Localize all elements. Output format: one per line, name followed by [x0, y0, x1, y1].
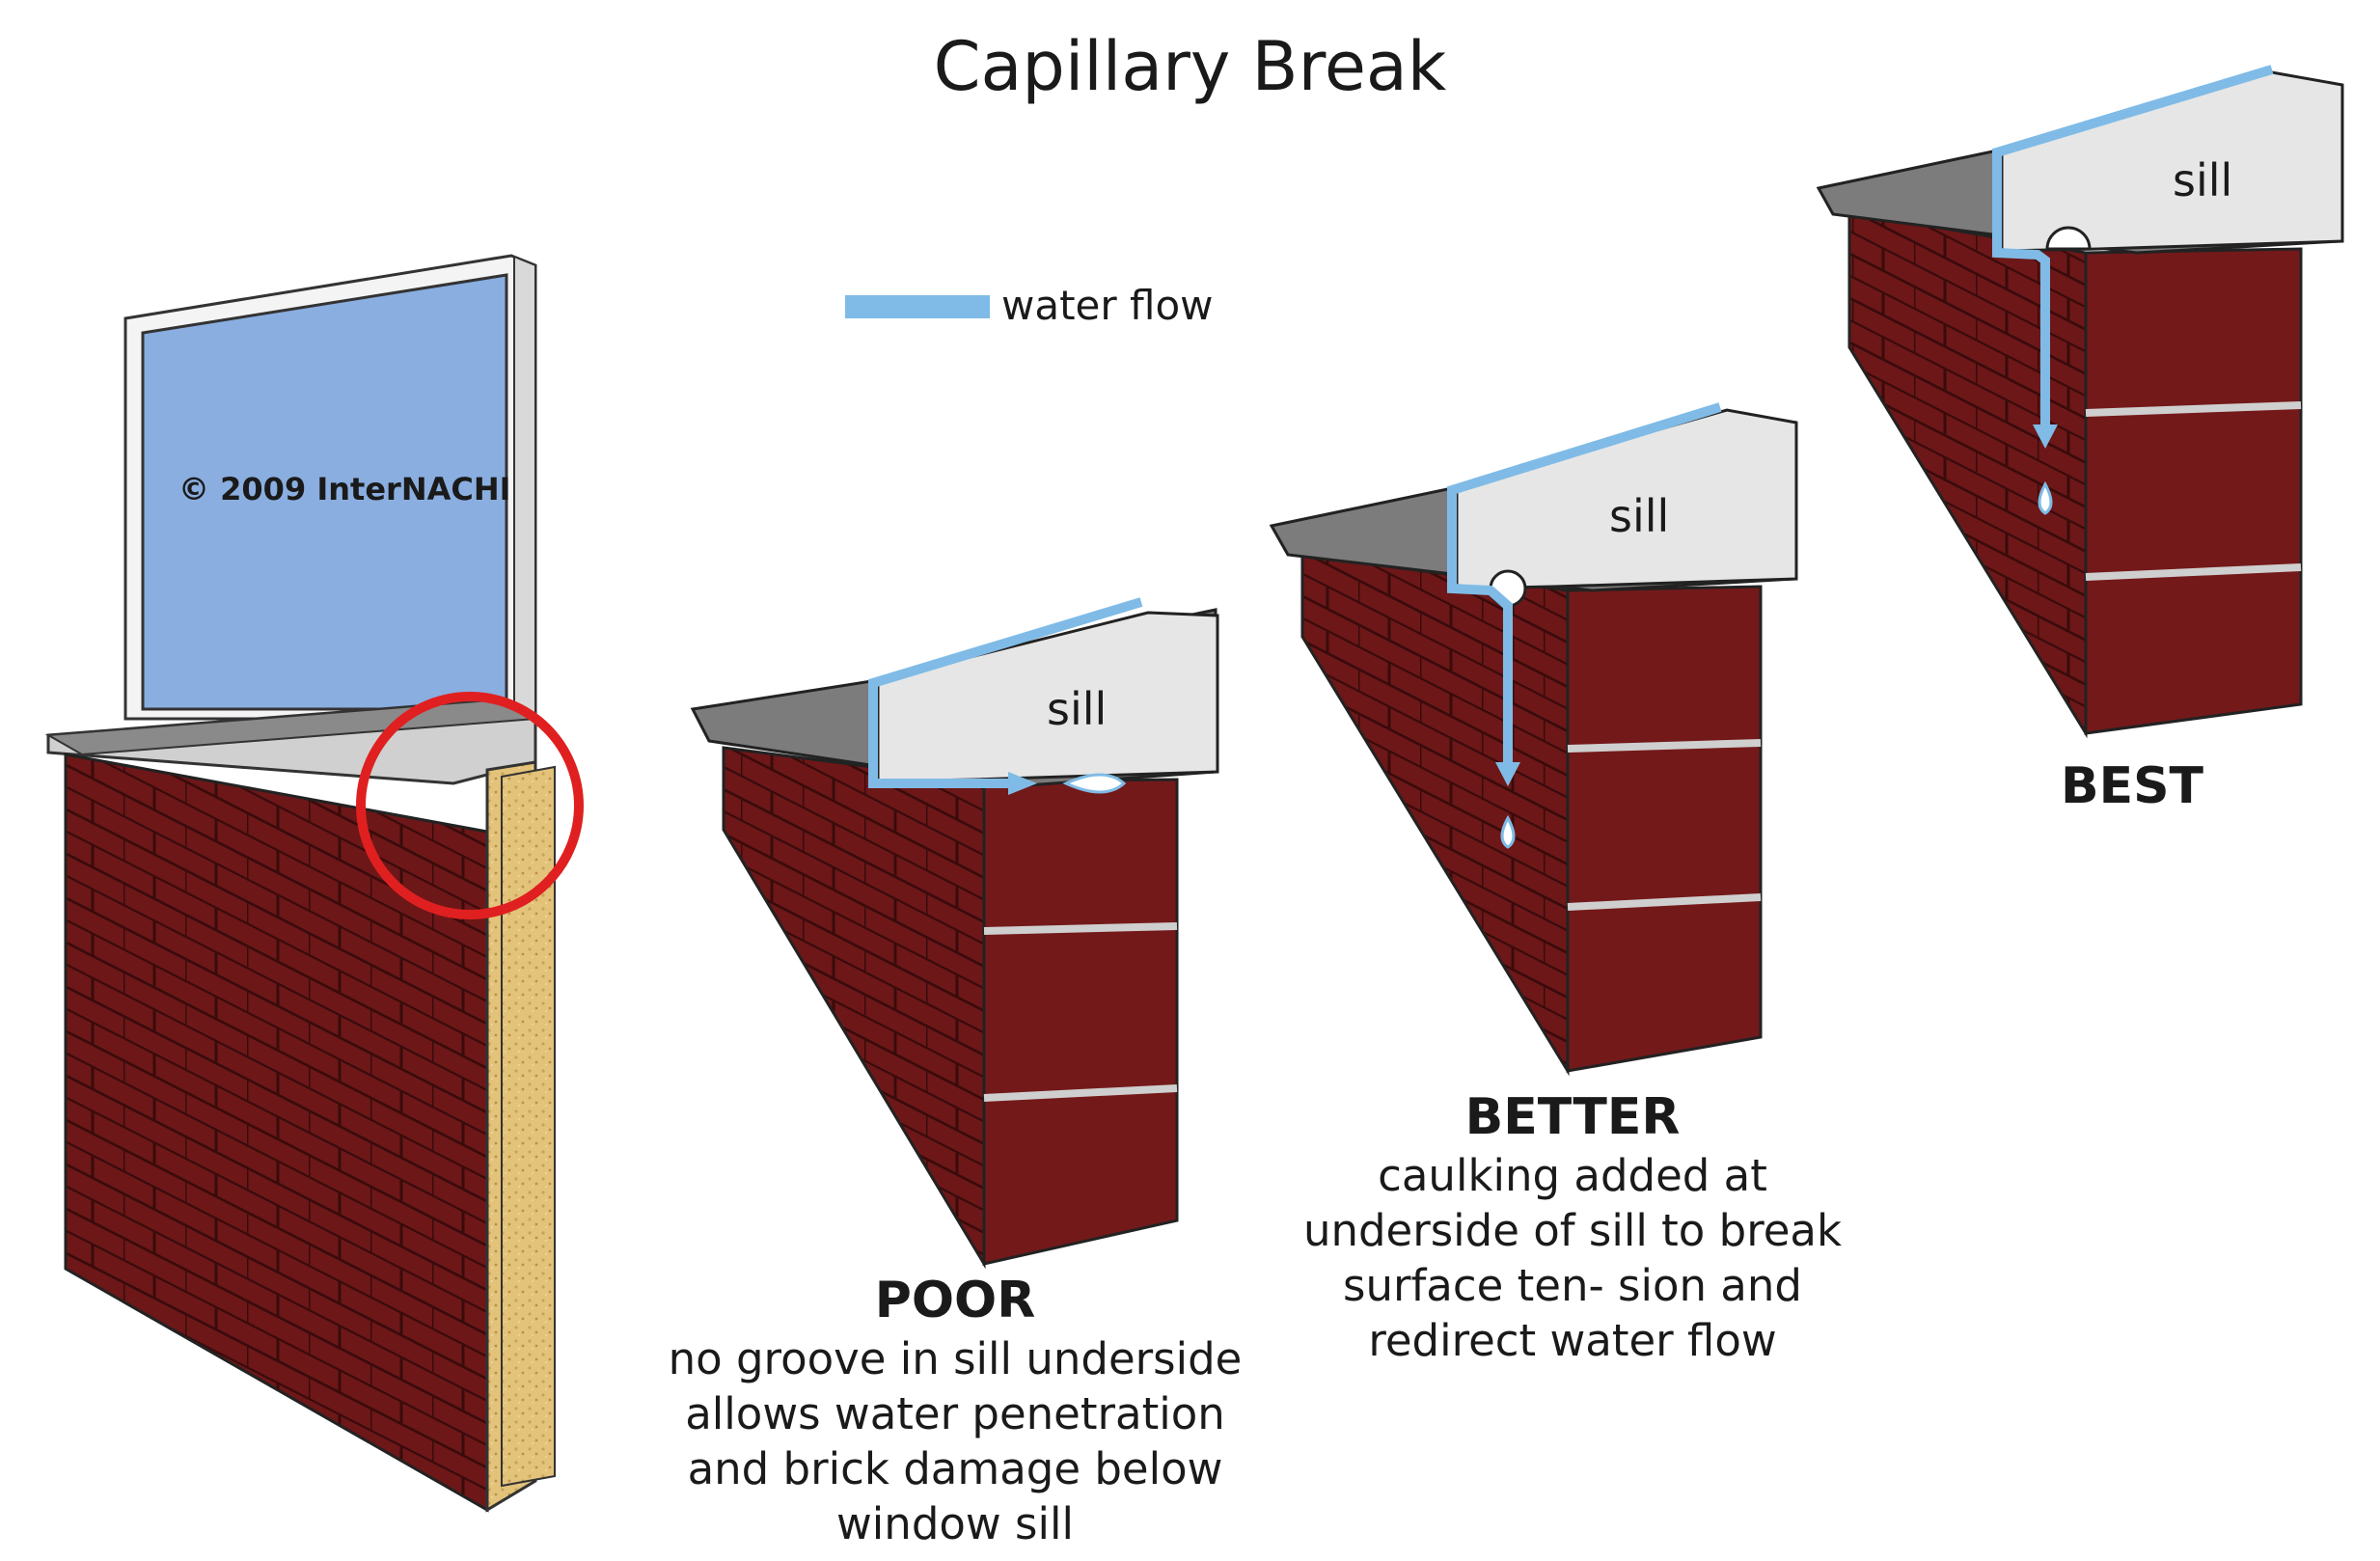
rating-better: BETTER — [1464, 1088, 1681, 1146]
legend-label: water flow — [1001, 282, 1214, 329]
copyright-notice: © 2009 InterNACHI — [178, 471, 511, 507]
description-poor: no groove in sill underside allows water… — [668, 1333, 1243, 1549]
legend-swatch — [845, 295, 990, 318]
brick-wall — [64, 753, 489, 1513]
diagram-title: Capillary Break — [933, 27, 1447, 106]
highlight-circle — [356, 692, 584, 919]
overview-wall — [44, 254, 584, 1513]
panel-best — [1816, 65, 2344, 739]
sill-label-better: sill — [1609, 490, 1670, 542]
sill-label-poor: sill — [1047, 683, 1108, 735]
rating-poor: POOR — [874, 1272, 1036, 1329]
rating-best: BEST — [2060, 757, 2204, 815]
description-better: caulking added at underside of sill to b… — [1302, 1150, 1843, 1366]
panel-poor — [690, 597, 1219, 1270]
panel-better — [1269, 402, 1798, 1077]
sill-label-best: sill — [2173, 154, 2233, 206]
